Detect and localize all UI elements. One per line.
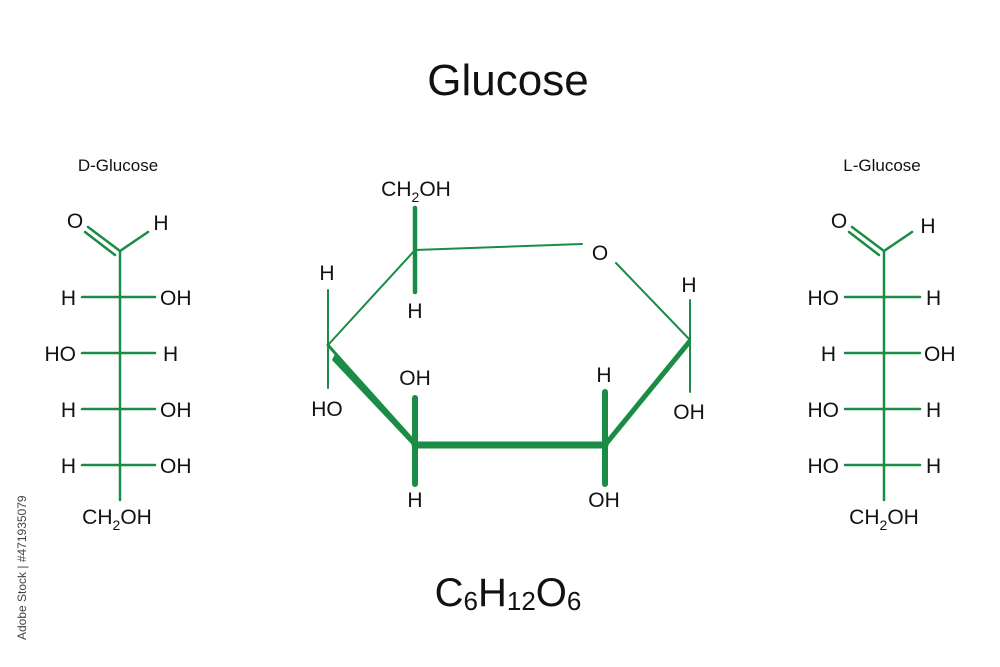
d-row2-right: H: [163, 343, 178, 366]
l-row4-left: HO: [808, 455, 840, 478]
ring-c2-c1-wedge: [605, 337, 690, 449]
d-row4-left: H: [61, 455, 76, 478]
c4-hydrogen: H: [319, 262, 334, 285]
d-aldehyde-double-bond-a: [86, 225, 122, 253]
d-row3-right: OH: [160, 399, 192, 422]
d-aldehyde-h-bond: [118, 230, 150, 253]
d-glucose-label: D-Glucose: [78, 156, 158, 175]
d-glucose-structure: D-Glucose O H H OH HO H H OH H OH CH2OH: [45, 156, 192, 533]
d-aldehyde-double-bond-b: [83, 230, 117, 257]
ring-c5-o-bond: [414, 243, 583, 251]
title: Glucose: [427, 56, 588, 105]
c3-hydroxyl: OH: [399, 367, 431, 390]
c3-hydrogen: H: [407, 489, 422, 512]
c4-hydroxyl: HO: [311, 398, 343, 421]
c1-hydroxyl: OH: [673, 401, 705, 424]
d-bottom-group: CH2OH: [82, 506, 152, 533]
l-aldehyde-double-bond-b: [847, 230, 881, 257]
ring-c5-c4-bond: [327, 249, 416, 346]
l-row2-right: OH: [924, 343, 956, 366]
c2-hydroxyl: OH: [588, 489, 620, 512]
l-bottom-group: CH2OH: [849, 506, 919, 533]
haworth-structure: CH2OH O H H HO OH H H OH H OH: [311, 178, 705, 512]
c2-hydrogen: H: [596, 364, 611, 387]
l-aldehyde-oxygen: O: [831, 210, 847, 233]
l-row1-left: HO: [808, 287, 840, 310]
d-row1-left: H: [61, 287, 76, 310]
d-row2-left: HO: [45, 343, 77, 366]
c5-ch2oh-group: CH2OH: [381, 178, 451, 205]
l-aldehyde-hydrogen: H: [920, 215, 935, 238]
d-aldehyde-hydrogen: H: [153, 212, 168, 235]
l-row3-right: H: [926, 399, 941, 422]
l-row3-left: HO: [808, 399, 840, 422]
l-row2-left: H: [821, 343, 836, 366]
c1-hydrogen: H: [681, 274, 696, 297]
ring-c4-c3-wedge: [332, 352, 416, 449]
d-row3-left: H: [61, 399, 76, 422]
d-row1-right: OH: [160, 287, 192, 310]
d-row4-right: OH: [160, 455, 192, 478]
l-glucose-structure: L-Glucose O H HO H H OH HO H HO H CH2OH: [808, 156, 956, 533]
l-aldehyde-double-bond-a: [850, 225, 886, 253]
l-glucose-label: L-Glucose: [843, 156, 920, 175]
c5-hydrogen: H: [407, 300, 422, 323]
l-row1-right: H: [926, 287, 941, 310]
ring-o-c1-bond: [615, 262, 691, 341]
ring-oxygen: O: [592, 242, 608, 265]
stock-watermark: Adobe Stock | #471935079: [15, 495, 29, 640]
d-aldehyde-oxygen: O: [67, 210, 83, 233]
l-aldehyde-h-bond: [882, 230, 914, 253]
l-row4-right: H: [926, 455, 941, 478]
molecular-formula: C6H12O6: [435, 571, 582, 616]
